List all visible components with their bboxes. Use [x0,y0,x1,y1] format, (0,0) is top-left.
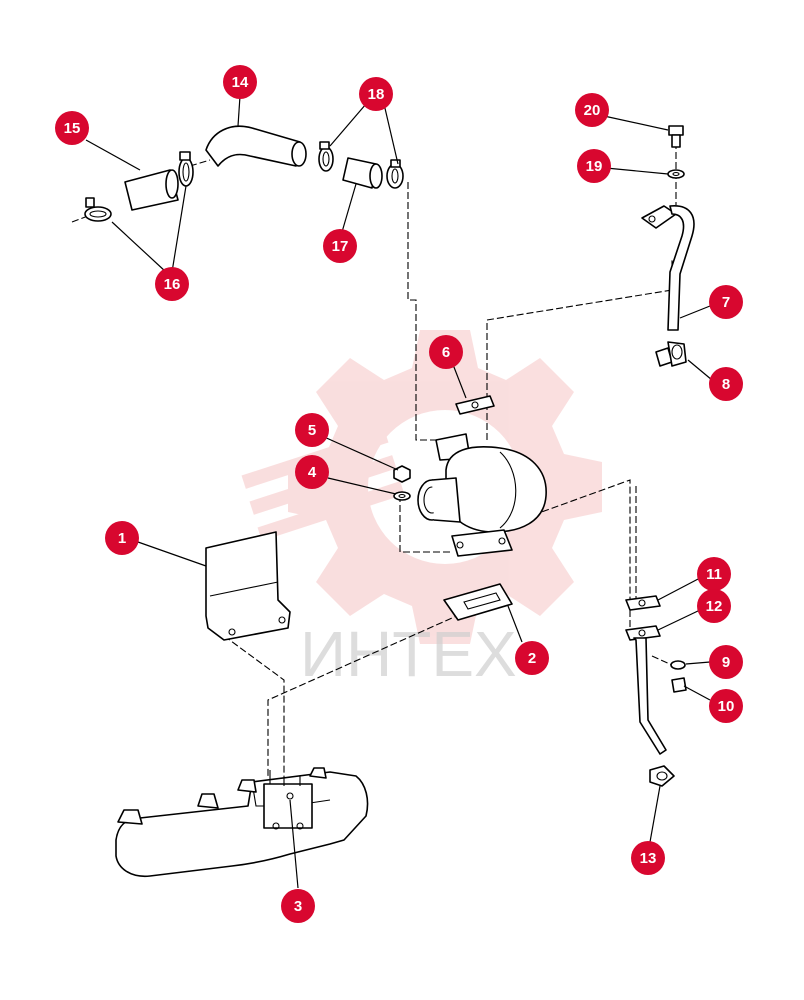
svg-text:19: 19 [586,158,603,175]
oil-feed-gasket [455,395,495,415]
exhaust-manifold [115,767,369,878]
oil-feed-pipe [641,205,695,331]
callout-20: 20 [575,93,609,127]
callout-1: 1 [105,521,139,555]
leader-lines [85,95,713,889]
bolt-20 [668,125,684,148]
bolt-10 [671,677,687,693]
svg-text:12: 12 [706,598,723,615]
watermark-text: ИНТЕХ [300,618,517,690]
hose-clamp-18b [386,159,404,189]
callout-3: 3 [281,889,315,923]
watermark-gear-logo [241,330,602,644]
svg-text:9: 9 [722,654,730,671]
callout-7: 7 [709,285,743,319]
svg-text:6: 6 [442,344,450,361]
svg-text:11: 11 [706,566,722,583]
drain-fitting [649,765,675,787]
callout-11: 11 [697,557,731,591]
drain-pipe [633,637,667,755]
svg-text:3: 3 [294,898,302,915]
svg-text:18: 18 [368,86,385,103]
svg-text:13: 13 [640,850,657,867]
callout-6: 6 [429,335,463,369]
callout-12: 12 [697,589,731,623]
svg-text:8: 8 [722,376,730,393]
intake-sleeve [124,169,179,211]
callout-17: 17 [323,229,357,263]
callout-15: 15 [55,111,89,145]
svg-text:1: 1 [118,530,126,547]
washer-9 [670,660,686,670]
fitting-8 [655,341,687,367]
callout-4: 4 [295,455,329,489]
svg-text:16: 16 [164,276,181,293]
washer-19 [667,169,685,179]
callout-5: 5 [295,413,329,447]
callout-8: 8 [709,367,743,401]
svg-text:4: 4 [308,464,317,481]
callout-19: 19 [577,149,611,183]
drain-gasket-11 [625,595,661,611]
hose-clamp-16a [178,151,194,187]
svg-text:7: 7 [722,294,730,311]
callout-14: 14 [223,65,257,99]
callout-2: 2 [515,641,549,675]
heat-shield [205,531,291,641]
callout-9: 9 [709,645,743,679]
drain-gasket-12 [625,625,661,641]
hose-clamp-18a [318,141,334,172]
svg-text:2: 2 [528,650,536,667]
callout-18: 18 [359,77,393,111]
callout-10: 10 [709,689,743,723]
svg-text:15: 15 [64,120,81,137]
hose-sleeve [342,157,383,189]
hose-clamp-16b [84,197,112,222]
washer-4 [393,491,411,501]
nut-5 [393,465,411,483]
intake-elbow-hose [205,125,307,167]
svg-text:5: 5 [308,422,316,439]
callout-13: 13 [631,841,665,875]
svg-text:17: 17 [332,238,349,255]
svg-text:10: 10 [718,698,735,715]
turbo-flange-gasket [443,583,513,621]
callout-16: 16 [155,267,189,301]
turbocharger [417,433,547,557]
svg-text:14: 14 [232,74,249,91]
svg-text:20: 20 [584,102,601,119]
